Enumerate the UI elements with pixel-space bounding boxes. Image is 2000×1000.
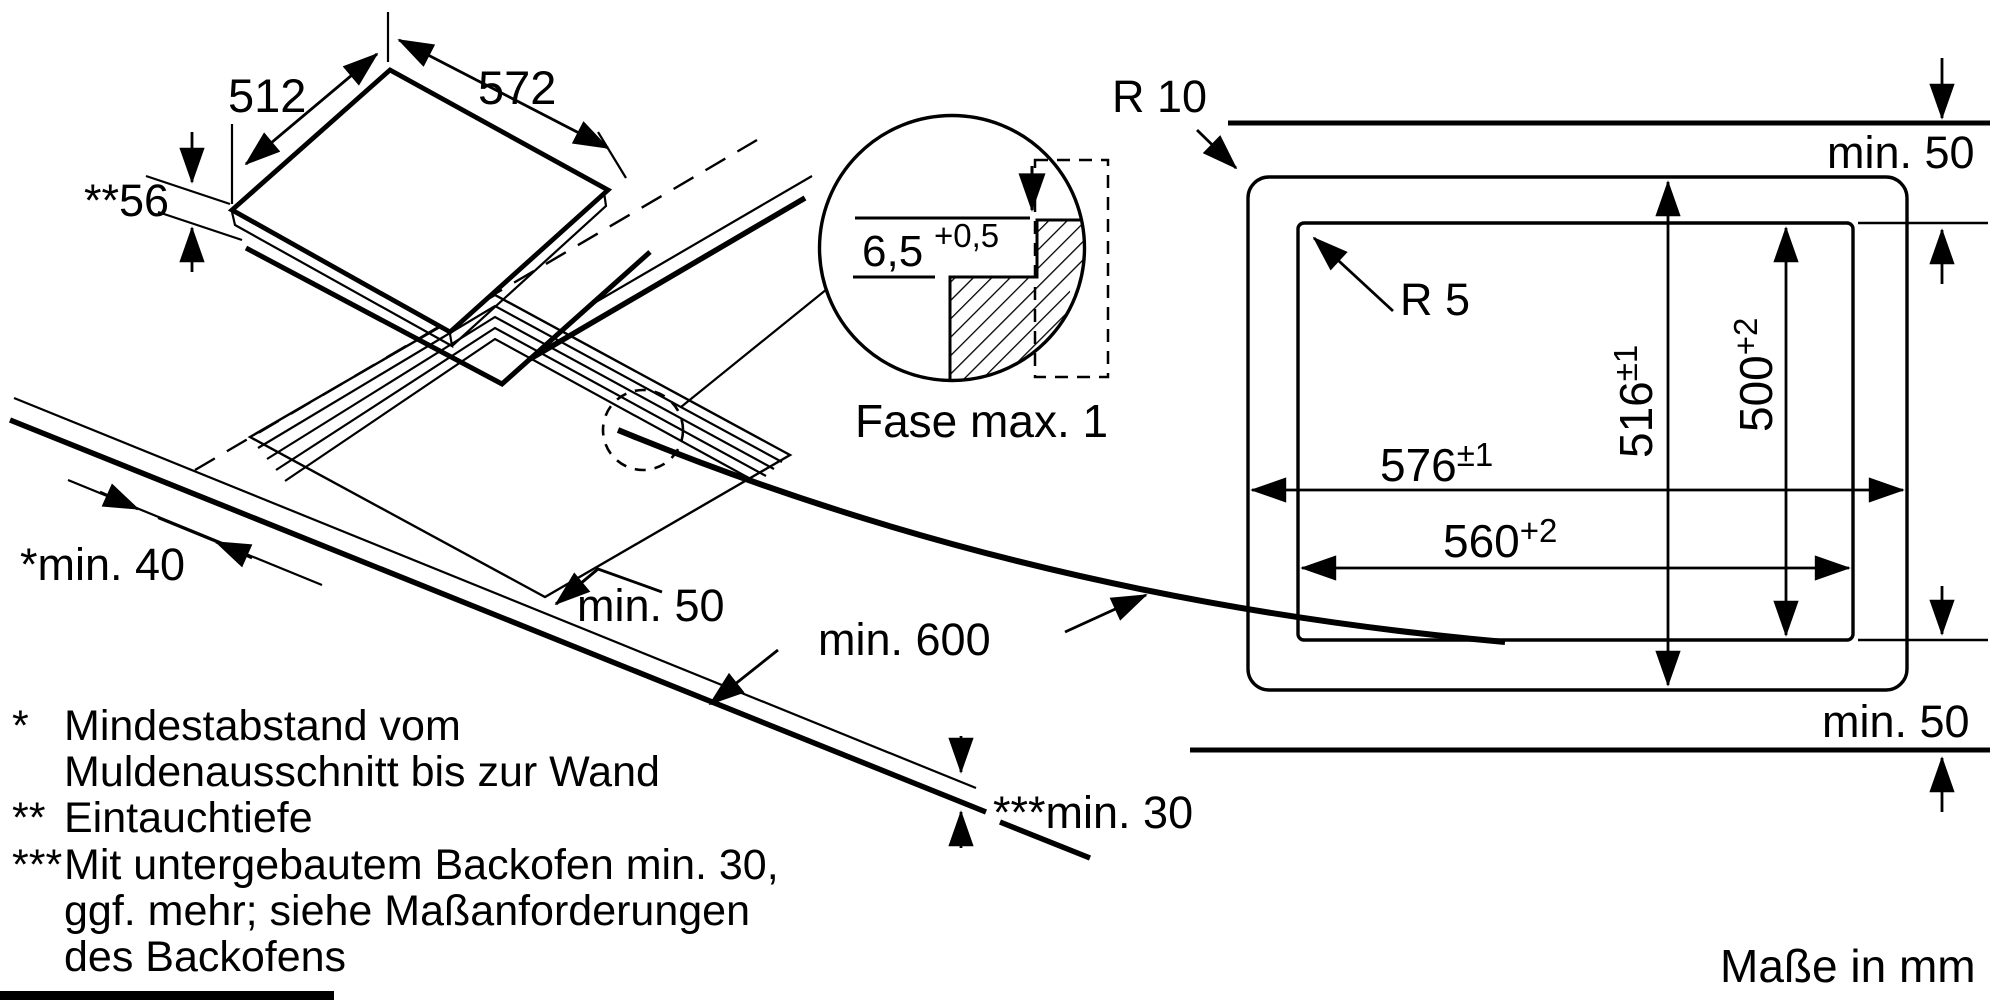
- svg-text:560+2: 560+2: [1443, 512, 1557, 567]
- footnote-text: Eintauchtiefe: [64, 794, 313, 842]
- outer-radius-label: R 10: [1112, 71, 1207, 122]
- recess-outline: [1246, 175, 1909, 692]
- dim-worktop-depth: min. 600: [708, 593, 1148, 706]
- footnote-marker: ***: [12, 841, 62, 889]
- dim-hob-depth: 512: [228, 12, 390, 204]
- footnote-text: ggf. mehr; siehe Maßanforderungen: [64, 887, 750, 935]
- hob-depth-label: 512: [228, 69, 306, 122]
- footnotes: * Mindestabstand vom Muldenausschnitt bi…: [12, 702, 779, 981]
- footnote-marker: **: [12, 794, 46, 842]
- recess-height-tol: ±1: [1607, 345, 1644, 381]
- hob-body: [244, 245, 652, 388]
- dim-worktop-thickness: ***min. 30: [948, 736, 1193, 848]
- perspective-view: *min. 40 min. 50 min. 600 ***m: [8, 12, 1506, 861]
- dim-cutout-height: 500+2: [1727, 226, 1799, 637]
- recess-width-tol: ±1: [1457, 436, 1493, 473]
- recess-depth-label: 6,5: [862, 227, 923, 276]
- worktop-edge-continuation: [998, 819, 1092, 861]
- detail-region-box: [1033, 158, 1110, 379]
- svg-text:576±1: 576±1: [1380, 436, 1493, 491]
- cutout-width-value: 560: [1443, 515, 1520, 567]
- dim-install-depth: **56: [84, 132, 243, 272]
- worktop-depth-label: min. 600: [818, 614, 991, 665]
- worktop-front-edge: [616, 427, 1506, 645]
- cutout-outline: [1296, 221, 1855, 642]
- install-depth-label: **56: [84, 175, 169, 226]
- cutout-plan-view: R 10 R 5 min. 50 min. 50 516±1: [1112, 58, 1990, 812]
- rear-clearance-label: min. 50: [577, 580, 725, 631]
- worktop-rear-edge-thin: [588, 175, 813, 307]
- detail-leader-line: [680, 288, 828, 408]
- side-clearance-label: *min. 40: [20, 539, 185, 590]
- recess-width-value: 576: [1380, 439, 1457, 491]
- dim-recess-width: 576±1: [1250, 436, 1905, 503]
- chamfer-note: Fase max. 1: [855, 395, 1108, 447]
- hob-width-label: 572: [478, 61, 556, 114]
- dim-rear-clearance: min. 50: [554, 567, 725, 631]
- recess-height-value: 516: [1610, 381, 1662, 458]
- cutout-width-tol: +2: [1520, 512, 1558, 549]
- recess-depth-tolerance: +0,5: [934, 217, 999, 254]
- dim-recess-height: 516±1: [1607, 180, 1681, 687]
- cutout-height-value: 500: [1730, 355, 1782, 432]
- dim-side-clearance: *min. 40: [20, 478, 323, 590]
- units-note: Maße in mm: [1720, 940, 1976, 992]
- svg-text:500+2: 500+2: [1727, 318, 1782, 432]
- footnote-text: des Backofens: [64, 933, 346, 981]
- footnote-text: Mit untergebautem Backofen min. 30,: [64, 841, 779, 889]
- hob: 512 572 **56: [84, 12, 652, 388]
- cutout-height-tol: +2: [1727, 318, 1764, 356]
- inner-radius-leader: [1312, 236, 1394, 313]
- worktop-edge-bottom: [8, 417, 988, 815]
- dim-clearance-bottom: min. 50: [1822, 586, 1970, 812]
- worktop-edge-top: [13, 396, 977, 790]
- detail-locator-circle: [601, 388, 685, 472]
- hob-glass-edge: [230, 191, 608, 349]
- detail-section: [853, 166, 1085, 381]
- dim-hob-width: 572: [397, 38, 627, 179]
- clearance-top-label: min. 50: [1827, 127, 1975, 178]
- svg-text:516±1: 516±1: [1607, 345, 1662, 458]
- dim-clearance-top: min. 50: [1827, 58, 1975, 284]
- outer-radius-leader: [1196, 128, 1238, 170]
- footnote-text: Mindestabstand vom: [64, 702, 461, 750]
- footnote-marker: *: [12, 702, 29, 750]
- inner-radius-label: R 5: [1400, 274, 1470, 325]
- footnote-text: Muldenausschnitt bis zur Wand: [64, 748, 660, 796]
- worktop-rear-edge-thick: [528, 195, 807, 362]
- worktop-thickness-label: ***min. 30: [993, 787, 1193, 838]
- dim-cutout-width: 560+2: [1300, 512, 1851, 581]
- detail-view: 6,5 +0,5 Fase max. 1: [817, 113, 1110, 447]
- clearance-bottom-label: min. 50: [1822, 696, 1970, 747]
- page-edge-bar: [0, 991, 334, 1000]
